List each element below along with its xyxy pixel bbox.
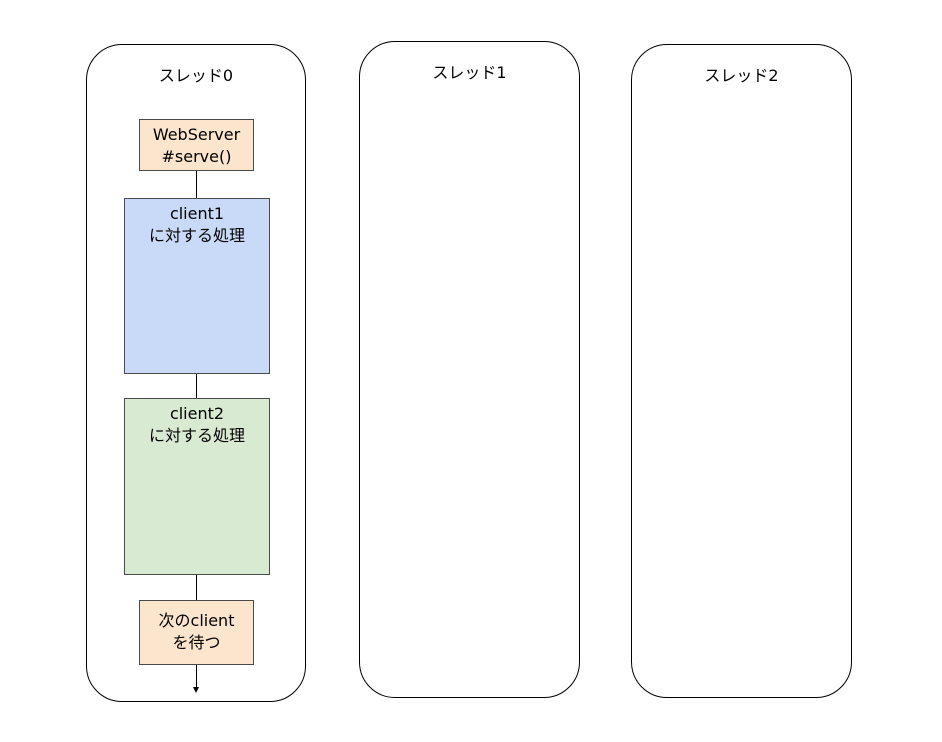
connector-line xyxy=(196,171,197,199)
thread-lane-2: スレッド2 xyxy=(631,44,852,698)
box-label-line1: client2 xyxy=(169,404,225,423)
box-label-line2: に対する処理 xyxy=(148,426,245,445)
lane-title: スレッド1 xyxy=(432,63,507,82)
lane-title: スレッド2 xyxy=(704,66,779,85)
lane-title: スレッド0 xyxy=(158,66,234,85)
client2-process-box: client2 に対する処理 xyxy=(124,398,270,575)
connector-line xyxy=(196,574,197,600)
connector-line xyxy=(196,664,197,688)
webserver-serve-box: WebServer #serve() xyxy=(139,119,254,171)
box-label-line1: client1 xyxy=(169,204,225,223)
box-label-line2: に対する処理 xyxy=(148,226,245,245)
box-label-line1: WebServer xyxy=(152,125,241,144)
thread-lane-1: スレッド1 xyxy=(359,41,580,698)
connector-line xyxy=(196,373,197,399)
box-label-line2: を待つ xyxy=(172,633,221,652)
wait-next-client-box: 次のclient を待つ xyxy=(139,600,254,665)
arrow-down-icon xyxy=(193,687,199,693)
client1-process-box: client1 に対する処理 xyxy=(124,198,270,374)
box-label-line1: 次のclient xyxy=(158,611,235,630)
box-label-line2: #serve() xyxy=(161,147,232,166)
